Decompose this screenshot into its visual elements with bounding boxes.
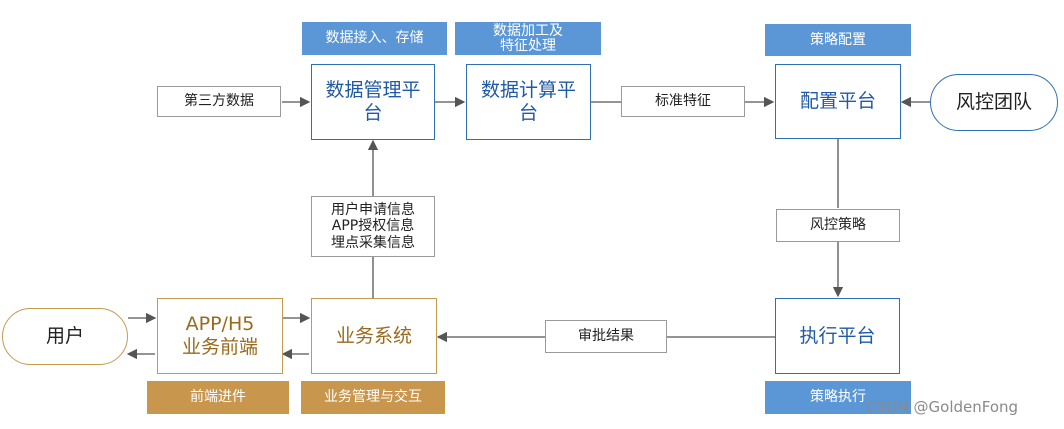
tag-frontend-feature-label: 前端进件 [190,389,246,406]
tag-business-interaction-label: 业务管理与交互 [324,389,422,406]
tag-strategy-exec-label: 策略执行 [810,389,866,406]
tag-strategy-config-label: 策略配置 [810,31,866,48]
node-app-h5-frontend: APP/H5 业务前端 [157,298,283,374]
node-business-system: 业务系统 [311,298,437,374]
node-standard-feature: 标准特征 [621,86,745,117]
node-config-platform-label: 配置平台 [799,90,876,113]
tag-data-access: 数据接入、存储 [302,22,447,55]
node-execution-platform: 执行平台 [775,298,900,374]
tag-strategy-exec: 策略执行 [765,381,911,414]
tag-frontend-feature: 前端进件 [147,381,289,414]
node-risk-team-label: 风控团队 [955,91,1032,114]
node-third-party-data: 第三方数据 [157,86,281,117]
node-app-h5-label: APP/H5 业务前端 [181,313,258,358]
node-config-platform: 配置平台 [775,64,901,139]
node-risk-strategy: 风控策略 [776,209,900,242]
tag-data-process-label: 数据加工及 特征处理 [493,22,563,54]
tag-strategy-config: 策略配置 [765,24,911,56]
node-std-feature-label: 标准特征 [655,93,711,110]
node-data-mgmt-label: 数据管理平 台 [325,79,421,124]
node-data-compute-platform: 数据计算平 台 [466,64,591,140]
node-data-compute-label: 数据计算平 台 [480,79,576,124]
node-approval-result: 审批结果 [545,320,667,353]
node-risk-control-team: 风控团队 [930,74,1058,131]
tag-data-process: 数据加工及 特征处理 [455,22,601,55]
tag-business-interaction: 业务管理与交互 [301,381,445,414]
node-business-system-label: 业务系统 [335,324,412,347]
node-user-info-label: 用户申请信息 APP授权信息 埋点采集信息 [331,202,415,251]
node-user-label: 用户 [45,325,84,348]
node-user-info: 用户申请信息 APP授权信息 埋点采集信息 [311,196,435,257]
watermark: CSDN @GoldenFong [866,398,1019,416]
node-data-management-platform: 数据管理平 台 [311,64,435,140]
node-user: 用户 [2,308,128,365]
node-third-party-label: 第三方数据 [184,93,254,110]
tag-data-access-label: 数据接入、存储 [325,30,424,47]
node-approval-result-label: 审批结果 [578,328,634,345]
node-exec-platform-label: 执行平台 [799,324,876,347]
node-risk-strategy-label: 风控策略 [810,217,866,234]
